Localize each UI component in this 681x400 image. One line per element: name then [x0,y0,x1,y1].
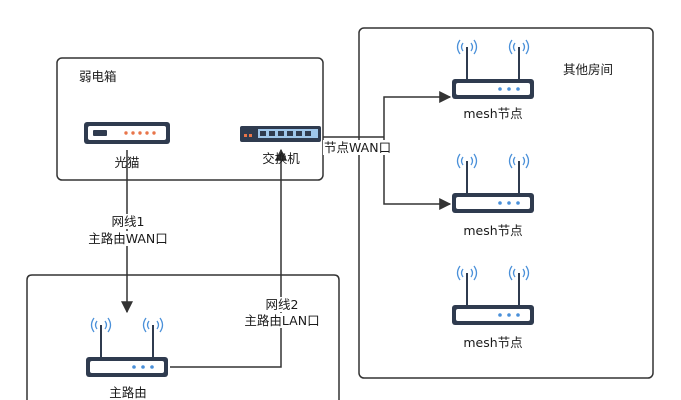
modem-label: 光猫 [114,155,140,170]
mesh1-link-line [383,91,452,137]
mesh-router-icon-3 [452,265,534,325]
cabinet-box [56,57,324,181]
main-router-box [26,274,340,400]
cable2-label-name: 网线2 [226,297,338,312]
switch-icon [240,126,321,142]
main-router-label: 主路由 [109,385,147,400]
mesh-router-icon-2 [452,153,534,213]
cable1-label-port: 主路由WAN口 [72,231,184,246]
router-group [86,39,534,377]
mesh-label-2: mesh节点 [463,223,523,238]
mesh-label-3: mesh节点 [463,335,523,350]
rooms-box [358,27,654,379]
rooms-title: 其他房间 [563,62,614,77]
cable2-label-port: 主路由LAN口 [226,313,338,328]
mesh-router-icon-1 [452,39,534,99]
cable2-line [170,148,287,368]
switch-label: 交换机 [262,151,300,166]
mesh2-link-line [383,137,452,210]
modem-icon [84,122,170,144]
cable1-label-name: 网线1 [72,214,184,229]
cabinet-title: 弱电箱 [79,69,117,84]
mesh-label-1: mesh节点 [463,106,523,121]
mesh-wan-label: 节点WAN口 [323,140,393,155]
main-router-icon [86,317,168,377]
